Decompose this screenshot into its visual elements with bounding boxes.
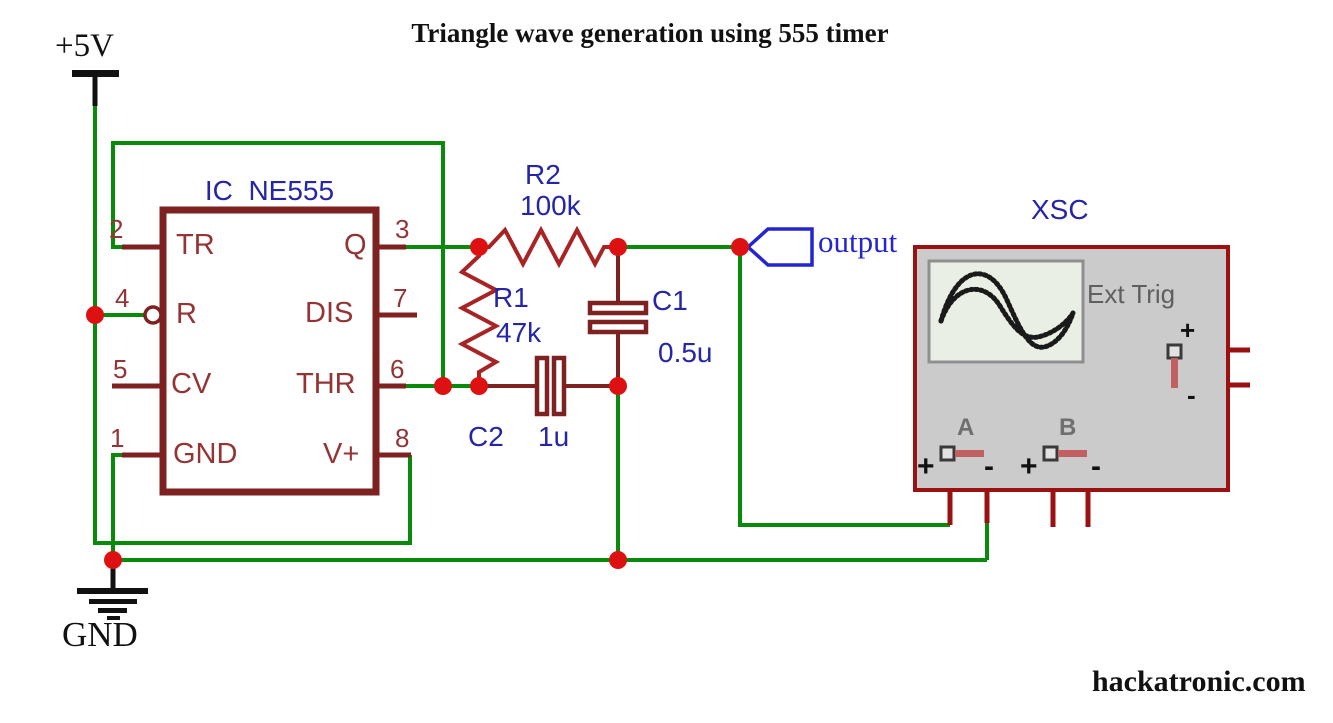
r2-value: 100k [520, 190, 581, 221]
pin-name-r: R [176, 298, 197, 330]
trig-minus-sign: - [1187, 380, 1196, 410]
pin-name-thr: THR [296, 368, 356, 400]
channel-a-label: A [957, 414, 975, 441]
channel-b-terminal [1042, 445, 1059, 462]
pin-num-7: 7 [393, 283, 408, 313]
ext-trig-terminal [1166, 343, 1183, 360]
wire-output-to-scope [738, 247, 950, 527]
resistor-r2 [479, 225, 618, 269]
r2-ref: R2 [525, 159, 561, 190]
sine-wave-icon [938, 271, 1076, 350]
c2-value: 1u [538, 421, 570, 452]
capacitor-c2 [479, 355, 618, 417]
vcc-label: +5V [55, 28, 114, 64]
channel-b-plus-sign: + [1020, 450, 1038, 483]
wire-tr-thr-loop [111, 141, 445, 386]
scope-screen [927, 259, 1085, 364]
resistor-r1 [457, 247, 501, 386]
pin-name-q: Q [344, 229, 367, 261]
pin-num-3: 3 [395, 214, 410, 244]
capacitor-c1 [587, 247, 649, 386]
vcc-symbol [72, 70, 119, 106]
wires [93, 105, 989, 562]
pin4-inversion-bubble [143, 305, 163, 325]
oscilloscope-body [913, 245, 1250, 527]
pin-name-gnd: GND [173, 438, 238, 470]
pin-num-1: 1 [110, 423, 125, 453]
r1-ref: R1 [493, 282, 529, 313]
pin-num-5: 5 [113, 354, 128, 384]
junction-dots [86, 238, 749, 569]
c2-ref: C2 [468, 421, 504, 452]
channel-a-plus-sign: + [917, 450, 935, 483]
pin-num-6: 6 [390, 354, 405, 384]
c1-ref: C1 [652, 285, 688, 316]
scope-ref-label: XSC [1031, 194, 1089, 225]
ext-trig-label: Ext Trig [1087, 279, 1176, 309]
circuit-title: Triangle wave generation using 555 timer [411, 18, 889, 48]
c1-value: 0.5u [658, 337, 713, 368]
output-tag [745, 227, 814, 267]
ic-ref-label: IC NE555 [204, 175, 335, 206]
pin-name-dis: DIS [305, 297, 354, 329]
channel-a-terminal [939, 445, 956, 462]
pin-num-4: 4 [115, 283, 130, 313]
channel-b-minus-sign: - [1091, 450, 1101, 483]
pin-name-vplus: V+ [323, 438, 360, 470]
trig-plus-sign: + [1180, 315, 1196, 345]
site-watermark: hackatronic.com [1092, 665, 1306, 698]
pin-name-cv: CV [171, 368, 212, 400]
channel-b-label: B [1059, 414, 1077, 441]
channel-a-minus-sign: - [984, 450, 994, 483]
ground-symbol [77, 560, 148, 620]
ic-body [112, 206, 417, 496]
r1-value: 47k [496, 317, 542, 348]
pin-num-2: 2 [109, 214, 124, 244]
output-net-label: output [818, 224, 898, 259]
gnd-label: GND [62, 615, 138, 654]
pin-num-8: 8 [395, 423, 410, 453]
pin-name-tr: TR [176, 229, 215, 261]
scope-terminals [939, 343, 1250, 527]
